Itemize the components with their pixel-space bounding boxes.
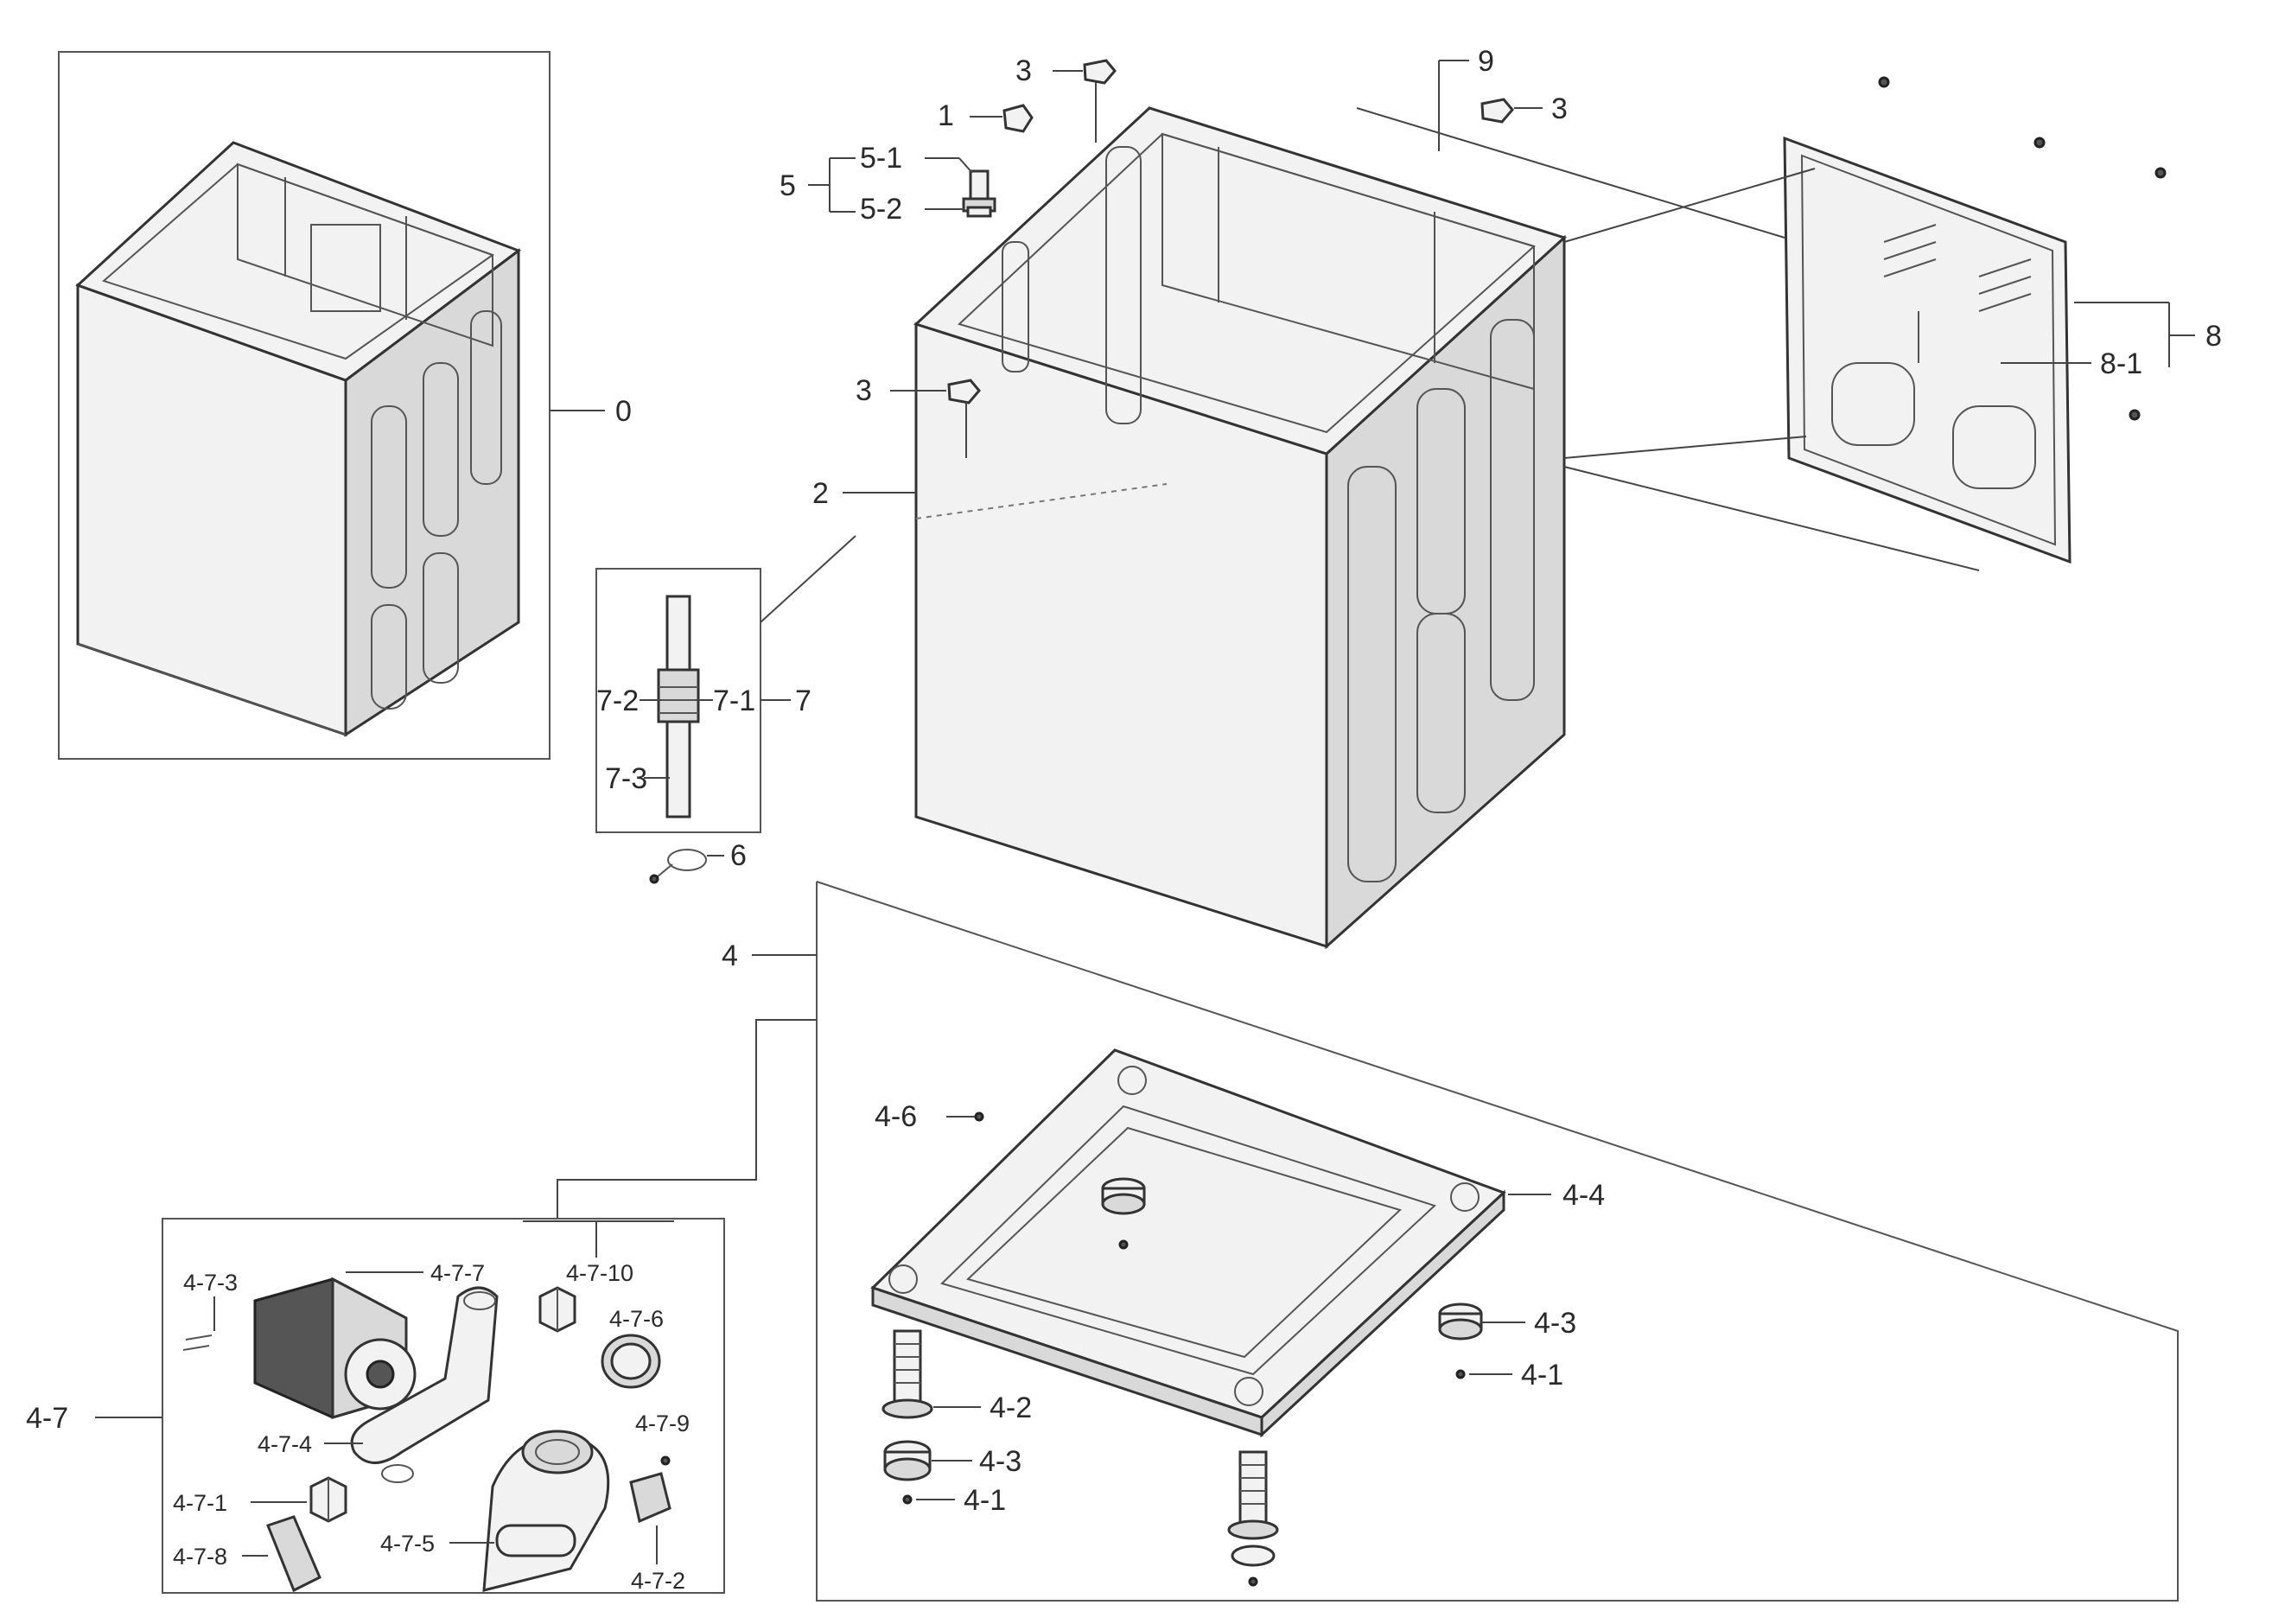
hose-clamp-part-6 (649, 849, 707, 884)
bracket-part-3-top (1083, 59, 1117, 85)
label-4-3a: 4-3 (979, 1445, 1021, 1478)
label-4-7-9: 4-7-9 (635, 1411, 690, 1436)
screw-4-7-9 (660, 1455, 671, 1466)
bracket-part-3-left (947, 379, 981, 404)
label-8-1: 8-1 (2100, 347, 2142, 380)
valve-4-7-1 (309, 1476, 347, 1523)
label-4-7-8: 4-7-8 (173, 1544, 227, 1570)
label-4-7: 4-7 (26, 1402, 68, 1435)
leveling-foot-front-right (1227, 1450, 1279, 1587)
label-4: 4 (722, 939, 738, 972)
label-7-3: 7-3 (605, 762, 647, 795)
base-exploded-outline (816, 881, 2179, 1602)
label-4-1b: 4-1 (1521, 1359, 1563, 1392)
label-4-7-10: 4-7-10 (566, 1260, 633, 1286)
label-3c: 3 (856, 374, 872, 407)
cap-4-7-8 (266, 1515, 321, 1593)
label-4-2: 4-2 (990, 1392, 1032, 1424)
label-4-7-4: 4-7-4 (258, 1431, 312, 1457)
label-4-7-1: 4-7-1 (173, 1490, 227, 1516)
bracket-part-1 (1002, 104, 1034, 133)
base-frame (870, 1048, 1506, 1438)
pump-housing-4-7-5 (482, 1430, 610, 1592)
label-4-7-5: 4-7-5 (380, 1531, 435, 1557)
assembled-cabinet-inset (58, 51, 550, 760)
leveling-foot-front-left (881, 1329, 933, 1419)
seal-ring-4-7-6 (601, 1334, 661, 1389)
label-4-7-6: 4-7-6 (609, 1306, 664, 1332)
label-4-7-3: 4-7-3 (183, 1270, 238, 1296)
label-4-7-7: 4-7-7 (430, 1260, 485, 1286)
label-0: 0 (615, 395, 632, 428)
label-5-2: 5-2 (860, 193, 902, 226)
drain-pump-inset (162, 1218, 725, 1594)
label-8: 8 (2205, 320, 2222, 353)
label-5-1: 5-1 (860, 142, 902, 175)
foot-cap-rear-right (1438, 1302, 1483, 1341)
bracket-part-3-right (1480, 98, 1514, 124)
label-7: 7 (795, 685, 811, 717)
label-6: 6 (730, 839, 747, 872)
label-1: 1 (938, 99, 954, 132)
label-7-2: 7-2 (596, 685, 639, 717)
label-4-7-2: 4-7-2 (631, 1568, 685, 1594)
sensor-4-7-2 (629, 1472, 671, 1524)
label-2: 2 (812, 477, 829, 510)
label-7-1: 7-1 (713, 685, 755, 717)
drain-pump-motor-4-7-7 (253, 1277, 417, 1420)
screws-4-7-3 (182, 1334, 213, 1351)
main-cabinet (913, 106, 1567, 950)
label-4-6: 4-6 (875, 1100, 917, 1133)
rear-panel (1783, 136, 2072, 564)
label-4-1a: 4-1 (964, 1484, 1006, 1517)
label-9: 9 (1478, 45, 1494, 78)
foot-cap-center (1101, 1177, 1146, 1250)
drain-hose (657, 595, 700, 818)
label-4-4: 4-4 (1562, 1179, 1605, 1212)
label-5: 5 (780, 169, 796, 202)
label-3a: 3 (1015, 54, 1032, 87)
label-4-3b: 4-3 (1534, 1307, 1576, 1340)
bracket-4-7-4 (350, 1286, 499, 1483)
foot-cap-front-left (883, 1440, 932, 1481)
label-3b: 3 (1551, 92, 1568, 125)
part-5-bolt (962, 169, 996, 218)
filter-4-7-10 (538, 1286, 576, 1333)
